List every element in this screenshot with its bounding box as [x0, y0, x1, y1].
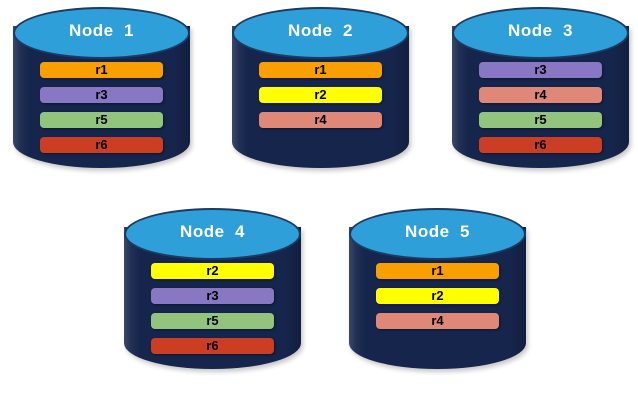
- cylinder-top-ellipse: [124, 208, 301, 260]
- replica-bar-r3[interactable]: r3: [479, 62, 602, 78]
- replica-bar-list: r1 r2 r4: [259, 62, 382, 137]
- cylinder-top-ellipse: [349, 208, 526, 260]
- node-title-label: Node 4: [180, 222, 245, 241]
- cylinder-top-ellipse: [13, 7, 190, 59]
- replica-bar-list: r1 r2 r4: [376, 263, 499, 338]
- replica-bar-r4[interactable]: r4: [479, 87, 602, 103]
- database-node-5[interactable]: Node 5 r1 r2 r4: [349, 208, 526, 388]
- cylinder-top-ellipse: [452, 7, 629, 59]
- replica-bar-r3[interactable]: r3: [40, 87, 163, 103]
- replica-bar-r6[interactable]: r6: [479, 137, 602, 153]
- replica-bar-r1[interactable]: r1: [259, 62, 382, 78]
- replica-bar-r3[interactable]: r3: [151, 288, 274, 304]
- replica-bar-r5[interactable]: r5: [151, 313, 274, 329]
- replica-bar-list: r1 r3 r5 r6: [40, 62, 163, 162]
- replica-bar-r5[interactable]: r5: [40, 112, 163, 128]
- database-node-4[interactable]: Node 4 r2 r3 r5 r6: [124, 208, 301, 388]
- replica-bar-r4[interactable]: r4: [376, 313, 499, 329]
- database-node-2[interactable]: Node 2 r1 r2 r4: [232, 7, 409, 187]
- node-title-label: Node 2: [288, 21, 353, 40]
- replica-bar-list: r3 r4 r5 r6: [479, 62, 602, 162]
- database-node-3[interactable]: Node 3 r3 r4 r5 r6: [452, 7, 629, 187]
- replica-bar-list: r2 r3 r5 r6: [151, 263, 274, 363]
- replica-bar-r6[interactable]: r6: [40, 137, 163, 153]
- node-title-label: Node 5: [405, 222, 470, 241]
- replica-bar-r2[interactable]: r2: [151, 263, 274, 279]
- replica-bar-r6[interactable]: r6: [151, 338, 274, 354]
- replica-bar-r5[interactable]: r5: [479, 112, 602, 128]
- replica-bar-r4[interactable]: r4: [259, 112, 382, 128]
- node-title-label: Node 1: [69, 21, 134, 40]
- replica-bar-r1[interactable]: r1: [40, 62, 163, 78]
- node-title-label: Node 3: [508, 21, 573, 40]
- cylinder-top-ellipse: [232, 7, 409, 59]
- replica-bar-r1[interactable]: r1: [376, 263, 499, 279]
- replica-bar-r2[interactable]: r2: [259, 87, 382, 103]
- replica-bar-r2[interactable]: r2: [376, 288, 499, 304]
- database-node-1[interactable]: Node 1 r1 r3 r5 r6: [13, 7, 190, 187]
